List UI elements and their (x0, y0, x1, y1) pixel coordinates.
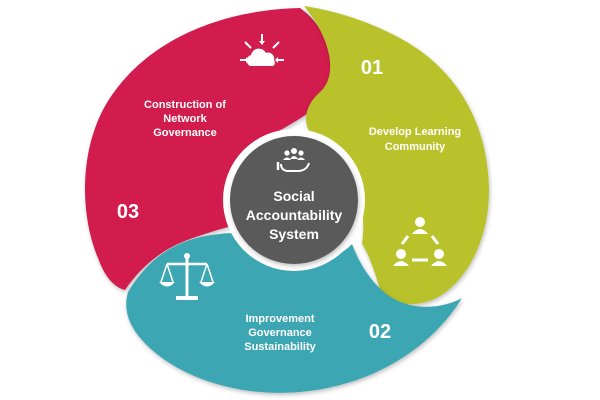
center-title-line-2: Accountability (246, 207, 343, 223)
segment-02-number: 02 (369, 321, 391, 343)
cloud-inbound-arrows-icon (240, 34, 284, 66)
center-title-line-1: Social (273, 188, 314, 204)
segment-03-label-line-1: Construction of (144, 99, 226, 111)
segment-03-label-line-3: Governance (153, 127, 217, 139)
segment-02-label-line-2: Governance (248, 327, 312, 339)
center-title-line-3: System (269, 226, 319, 242)
segment-01-number: 01 (361, 57, 383, 79)
segment-03-shape (85, 8, 333, 290)
segment-01-label-line-1: Develop Learning (369, 126, 461, 138)
segment-01-shape (304, 6, 489, 305)
segment-01-label-line-2: Community (385, 141, 446, 153)
segment-03-label-line-2: Network (163, 113, 207, 125)
team-network-icon (393, 217, 447, 266)
center-disc (230, 136, 358, 264)
segment-02-label-line-1: Improvement (245, 313, 314, 325)
people-in-hand-icon (276, 148, 310, 172)
segment-02-label-line-3: Sustainability (244, 341, 316, 353)
balance-scale-icon (159, 253, 215, 300)
segment-03-number: 03 (117, 201, 139, 223)
